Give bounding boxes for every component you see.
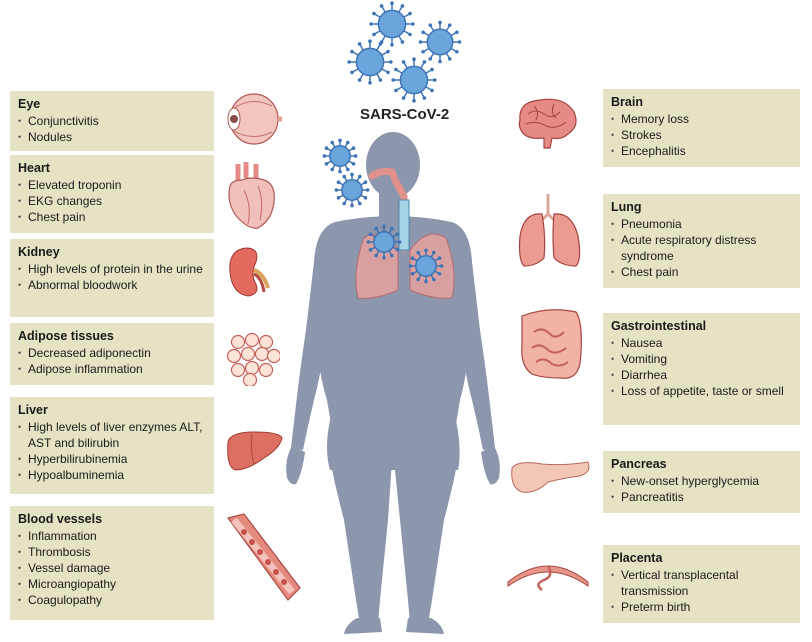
box-title: Blood vessels bbox=[18, 512, 103, 526]
box-item: Decreased adiponectin bbox=[18, 345, 208, 361]
blood-vessel-icon bbox=[226, 513, 301, 601]
box-item: EKG changes bbox=[18, 193, 208, 209]
placenta-box: Placenta Vertical transplacental transmi… bbox=[603, 545, 800, 623]
box-item: High levels of liver enzymes ALT, AST an… bbox=[18, 419, 208, 451]
box-title: Pancreas bbox=[611, 457, 667, 471]
brain-box: Brain Memory loss Strokes Encephalitis bbox=[603, 89, 800, 167]
kidney-icon bbox=[229, 247, 270, 297]
box-item: Pneumonia bbox=[611, 216, 794, 232]
box-title: Gastrointestinal bbox=[611, 319, 707, 333]
liver-icon bbox=[227, 431, 283, 471]
box-item: Hyperbilirubinemia bbox=[18, 451, 208, 467]
box-item: Hypoalbuminemia bbox=[18, 467, 208, 483]
box-title: Liver bbox=[18, 403, 48, 417]
box-item: Vessel damage bbox=[18, 560, 208, 576]
brain-icon bbox=[518, 98, 577, 149]
adipose-icon bbox=[226, 332, 280, 386]
box-item: Coagulopathy bbox=[18, 592, 208, 608]
box-item: Loss of appetite, taste or smell bbox=[611, 383, 794, 399]
box-item: Chest pain bbox=[18, 209, 208, 225]
heart-box: Heart Elevated troponin EKG changes Ches… bbox=[10, 155, 214, 233]
box-title: Lung bbox=[611, 200, 642, 214]
box-item: Inflammation bbox=[18, 528, 208, 544]
box-item: Diarrhea bbox=[611, 367, 794, 383]
box-item: Acute respiratory distress syndrome bbox=[611, 232, 794, 264]
blood-vessels-box: Blood vessels Inflammation Thrombosis Ve… bbox=[10, 506, 214, 620]
box-item: Memory loss bbox=[611, 111, 794, 127]
box-item: Elevated troponin bbox=[18, 177, 208, 193]
box-item: Strokes bbox=[611, 127, 794, 143]
lung-icon bbox=[518, 194, 581, 267]
box-title: Kidney bbox=[18, 245, 60, 259]
box-title: Adipose tissues bbox=[18, 329, 114, 343]
box-item: Preterm birth bbox=[611, 599, 794, 615]
box-item: High levels of protein in the urine bbox=[18, 261, 208, 277]
box-item: Pancreatitis bbox=[611, 489, 794, 505]
box-title: Brain bbox=[611, 95, 643, 109]
virus-particle bbox=[418, 20, 462, 64]
virus-particle bbox=[408, 248, 444, 284]
heart-icon bbox=[228, 162, 275, 229]
box-item: Abnormal bloodwork bbox=[18, 277, 208, 293]
pancreas-box: Pancreas New-onset hyperglycemia Pancrea… bbox=[603, 451, 800, 513]
box-item: New-onset hyperglycemia bbox=[611, 473, 794, 489]
placenta-icon bbox=[507, 565, 589, 591]
box-item: Conjunctivitis bbox=[18, 113, 208, 129]
kidney-box: Kidney High levels of protein in the uri… bbox=[10, 239, 214, 317]
eye-box: Eye Conjunctivitis Nodules bbox=[10, 91, 214, 151]
box-item: Encephalitis bbox=[611, 143, 794, 159]
box-item: Nodules bbox=[18, 129, 208, 145]
virus-particle bbox=[369, 1, 415, 47]
box-item: Chest pain bbox=[611, 264, 794, 280]
box-title: Placenta bbox=[611, 551, 663, 565]
adipose-box: Adipose tissues Decreased adiponectin Ad… bbox=[10, 323, 214, 385]
box-item: Nausea bbox=[611, 335, 794, 351]
box-item: Microangiopathy bbox=[18, 576, 208, 592]
box-title: Heart bbox=[18, 161, 50, 175]
virus-particle bbox=[334, 172, 370, 208]
virus-particle bbox=[366, 224, 402, 260]
lung-box: Lung Pneumonia Acute respiratory distres… bbox=[603, 194, 800, 288]
intestine-icon bbox=[521, 309, 582, 379]
diagram-title: SARS-CoV-2 bbox=[360, 106, 450, 123]
virus-particle bbox=[391, 57, 437, 103]
box-item: Adipose inflammation bbox=[18, 361, 208, 377]
box-title: Eye bbox=[18, 97, 41, 111]
virus-particle bbox=[347, 39, 393, 85]
box-item: Vomiting bbox=[611, 351, 794, 367]
liver-box: Liver High levels of liver enzymes ALT, … bbox=[10, 397, 214, 494]
virus-particle bbox=[322, 138, 358, 174]
box-item: Thrombosis bbox=[18, 544, 208, 560]
eye-icon bbox=[227, 93, 282, 145]
gastrointestinal-box: Gastrointestinal Nausea Vomiting Diarrhe… bbox=[603, 313, 800, 425]
pancreas-icon bbox=[511, 461, 590, 493]
box-item: Vertical transplacental transmission bbox=[611, 567, 794, 599]
